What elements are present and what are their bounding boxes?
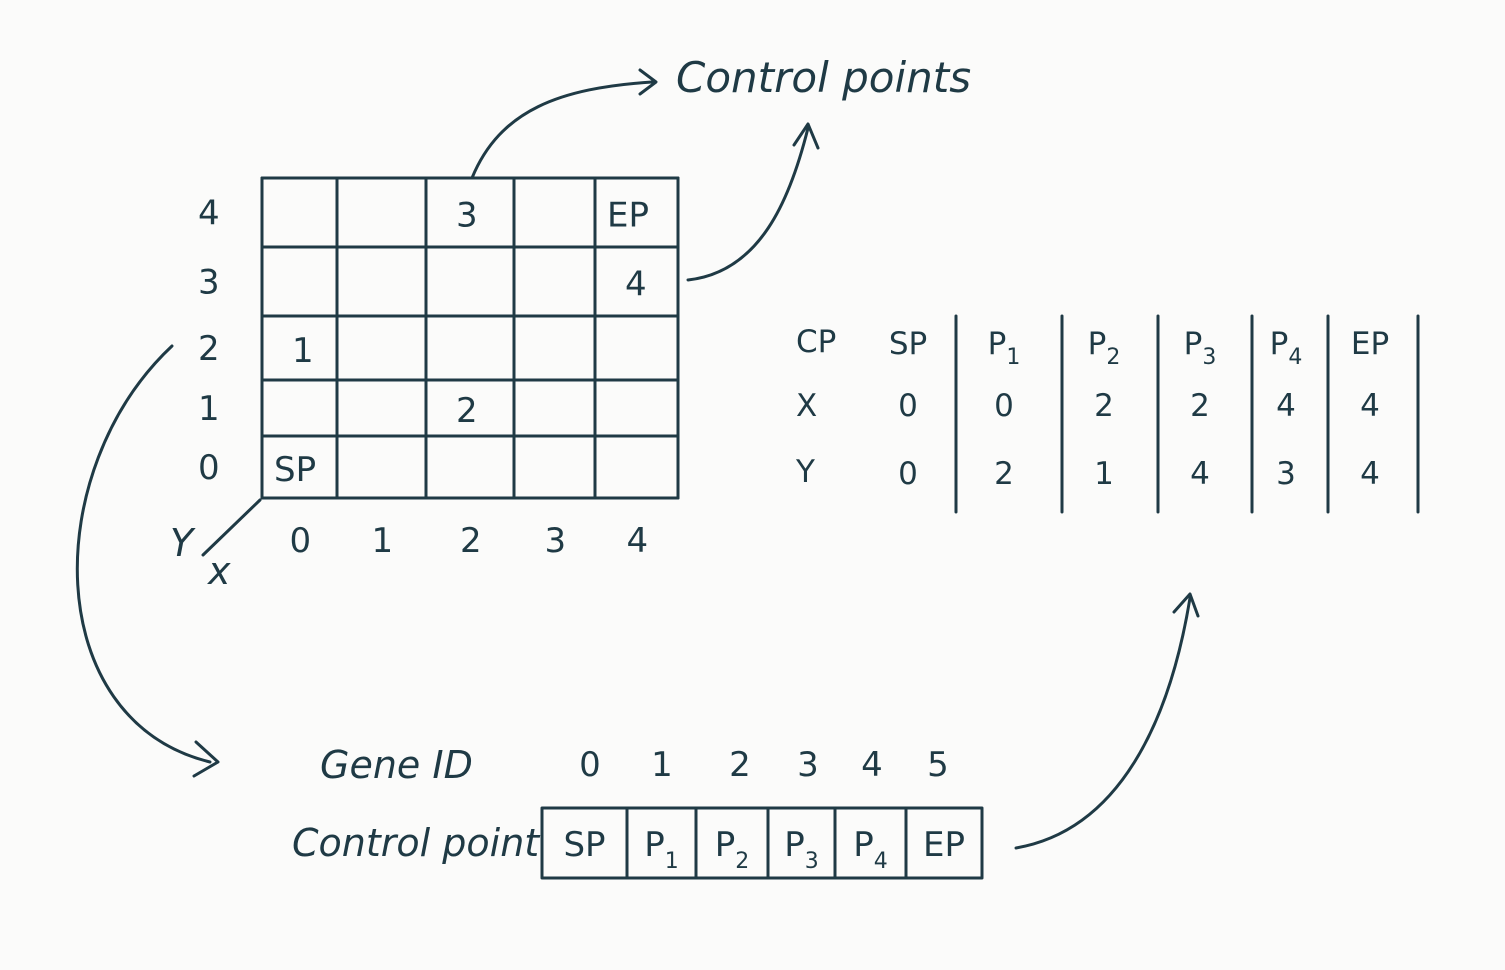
grid-col-label: 2	[460, 521, 482, 561]
gene-id-label: Gene ID	[320, 743, 473, 787]
arrow-to-gene	[75, 344, 212, 764]
grid-row-label: 1	[198, 389, 220, 429]
coord-x-value: 2	[1094, 388, 1114, 424]
coord-col-header: P2	[1088, 326, 1121, 370]
gene-point-sub: 2	[735, 849, 749, 874]
grid-col-label: 4	[627, 521, 649, 561]
grid-col-label: 1	[372, 521, 394, 561]
coord-x-value: 4	[1360, 388, 1380, 424]
grid-cell-text: 1	[292, 331, 314, 371]
grid-cell-text: SP	[274, 450, 316, 490]
coord-col-header: P3	[1184, 326, 1217, 370]
gene-id-value: 1	[651, 745, 673, 785]
gene-point: SP	[563, 825, 605, 865]
gene-point-main: P	[644, 825, 665, 865]
grid-row-label: 0	[198, 448, 220, 488]
grid-y-axis-label: Y	[170, 521, 196, 565]
grid-axis-diagonal	[201, 498, 262, 557]
coord-row-header: X	[796, 388, 817, 424]
gene-id-value: 0	[579, 745, 601, 785]
coord-x-value: 0	[994, 388, 1014, 424]
gene-id-value: 4	[861, 745, 883, 785]
arrow-to-title-right	[686, 126, 810, 282]
grid-row-label: 2	[198, 329, 220, 369]
grid-row-label: 3	[198, 263, 220, 303]
coord-col-header: P4	[1270, 326, 1303, 370]
gene-point: P1	[644, 825, 679, 874]
coord-y-value: 3	[1276, 456, 1296, 492]
arrow-head-coords	[1172, 592, 1200, 618]
arrow-head-gene	[192, 740, 220, 778]
gene-point-main: P	[784, 825, 805, 865]
control-point-label: Control point	[292, 821, 541, 865]
gene-point-sub: 3	[805, 849, 819, 874]
coord-col-sub: 1	[1006, 345, 1020, 370]
coord-y-value: 4	[1190, 456, 1210, 492]
coord-col-main: P	[1184, 326, 1203, 362]
gene-point-main: EP	[923, 825, 965, 865]
gene-point: P2	[715, 825, 750, 874]
coord-col-header: P1	[988, 326, 1021, 370]
grid-cell-text: 2	[456, 391, 478, 431]
coord-col-main: EP	[1351, 326, 1389, 362]
arrow-to-title	[470, 80, 654, 180]
grid-cell-text: 4	[625, 265, 647, 305]
coord-col-sub: 4	[1288, 345, 1302, 370]
coord-x-value: 4	[1276, 388, 1296, 424]
coord-col-sub: 3	[1202, 345, 1216, 370]
gene-point-main: P	[853, 825, 874, 865]
coord-y-value: 4	[1360, 456, 1380, 492]
coord-col-sub: 2	[1106, 345, 1120, 370]
gene-point-sub: 1	[665, 849, 679, 874]
coord-col-main: P	[1270, 326, 1289, 362]
arrow-head-title	[638, 68, 658, 96]
coord-col-header: EP	[1351, 326, 1389, 362]
coord-col-main: SP	[889, 326, 927, 362]
gene-point-main: P	[715, 825, 736, 865]
coord-x-value: 0	[898, 388, 918, 424]
grid-cell-text: 3	[456, 196, 478, 236]
coord-x-value: 2	[1190, 388, 1210, 424]
coord-col-main: P	[988, 326, 1007, 362]
coord-y-value: 0	[898, 456, 918, 492]
gene-point: P4	[853, 825, 888, 874]
grid-col-label: 0	[290, 521, 312, 561]
coord-col-main: P	[1088, 326, 1107, 362]
grid-col-label: 3	[545, 521, 567, 561]
gene-point-sub: 4	[874, 849, 888, 874]
gene-id-value: 3	[797, 745, 819, 785]
arrow-head-title-right	[792, 122, 820, 150]
coord-row-header: CP	[796, 324, 836, 360]
gene-id-value: 2	[729, 745, 751, 785]
gene-table-box	[540, 806, 984, 880]
gene-point: EP	[923, 825, 965, 865]
coord-y-value: 2	[994, 456, 1014, 492]
grid-row-label: 4	[198, 194, 220, 234]
gene-point-main: SP	[563, 825, 605, 865]
arrow-to-coords	[1014, 596, 1192, 850]
gene-id-value: 5	[927, 745, 949, 785]
coord-y-value: 1	[1094, 456, 1114, 492]
coord-row-header: Y	[795, 454, 815, 490]
diagram-title: Control points	[676, 53, 971, 102]
grid-x-axis-label: x	[207, 549, 231, 593]
coord-col-header: SP	[889, 326, 927, 362]
grid-cell-text: EP	[607, 196, 649, 236]
gene-point: P3	[784, 825, 819, 874]
